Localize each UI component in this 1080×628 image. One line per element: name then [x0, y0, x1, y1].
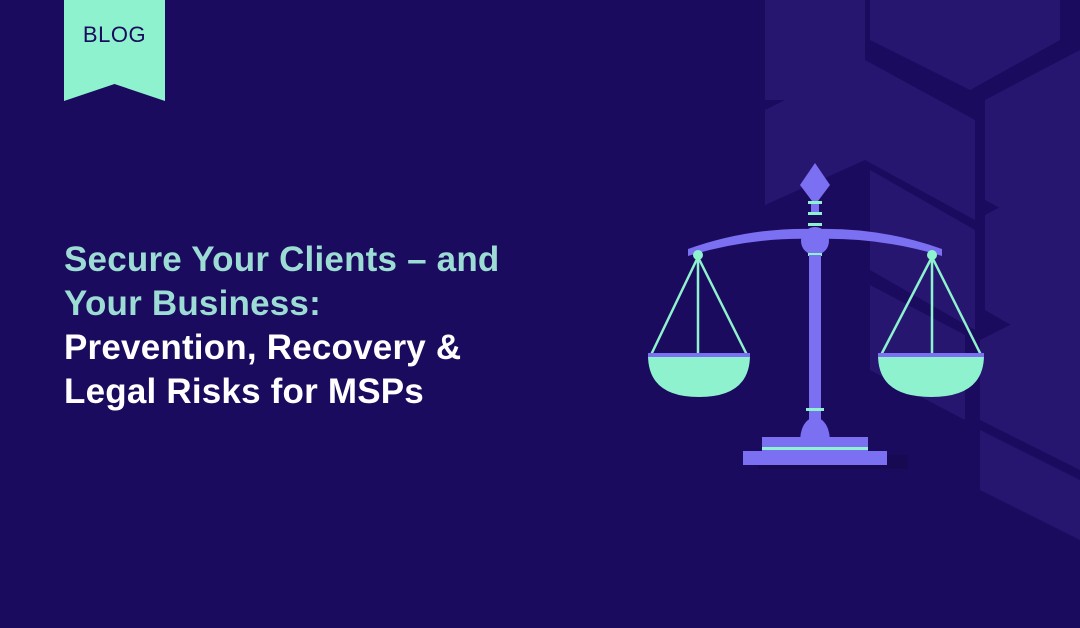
scales-of-justice-icon	[648, 163, 984, 469]
title-line-4: Legal Risks for MSPs	[64, 372, 424, 411]
title-line-2: Your Business:	[64, 284, 321, 323]
blog-badge-label: BLOG	[82, 22, 147, 47]
page-title: Secure Your Clients – and Your Business:…	[64, 238, 624, 414]
blog-badge: BLOG	[64, 0, 165, 101]
title-line-3: Prevention, Recovery &	[64, 328, 462, 367]
title-line-1: Secure Your Clients – and	[64, 240, 500, 279]
ribbon-shape	[64, 0, 165, 101]
